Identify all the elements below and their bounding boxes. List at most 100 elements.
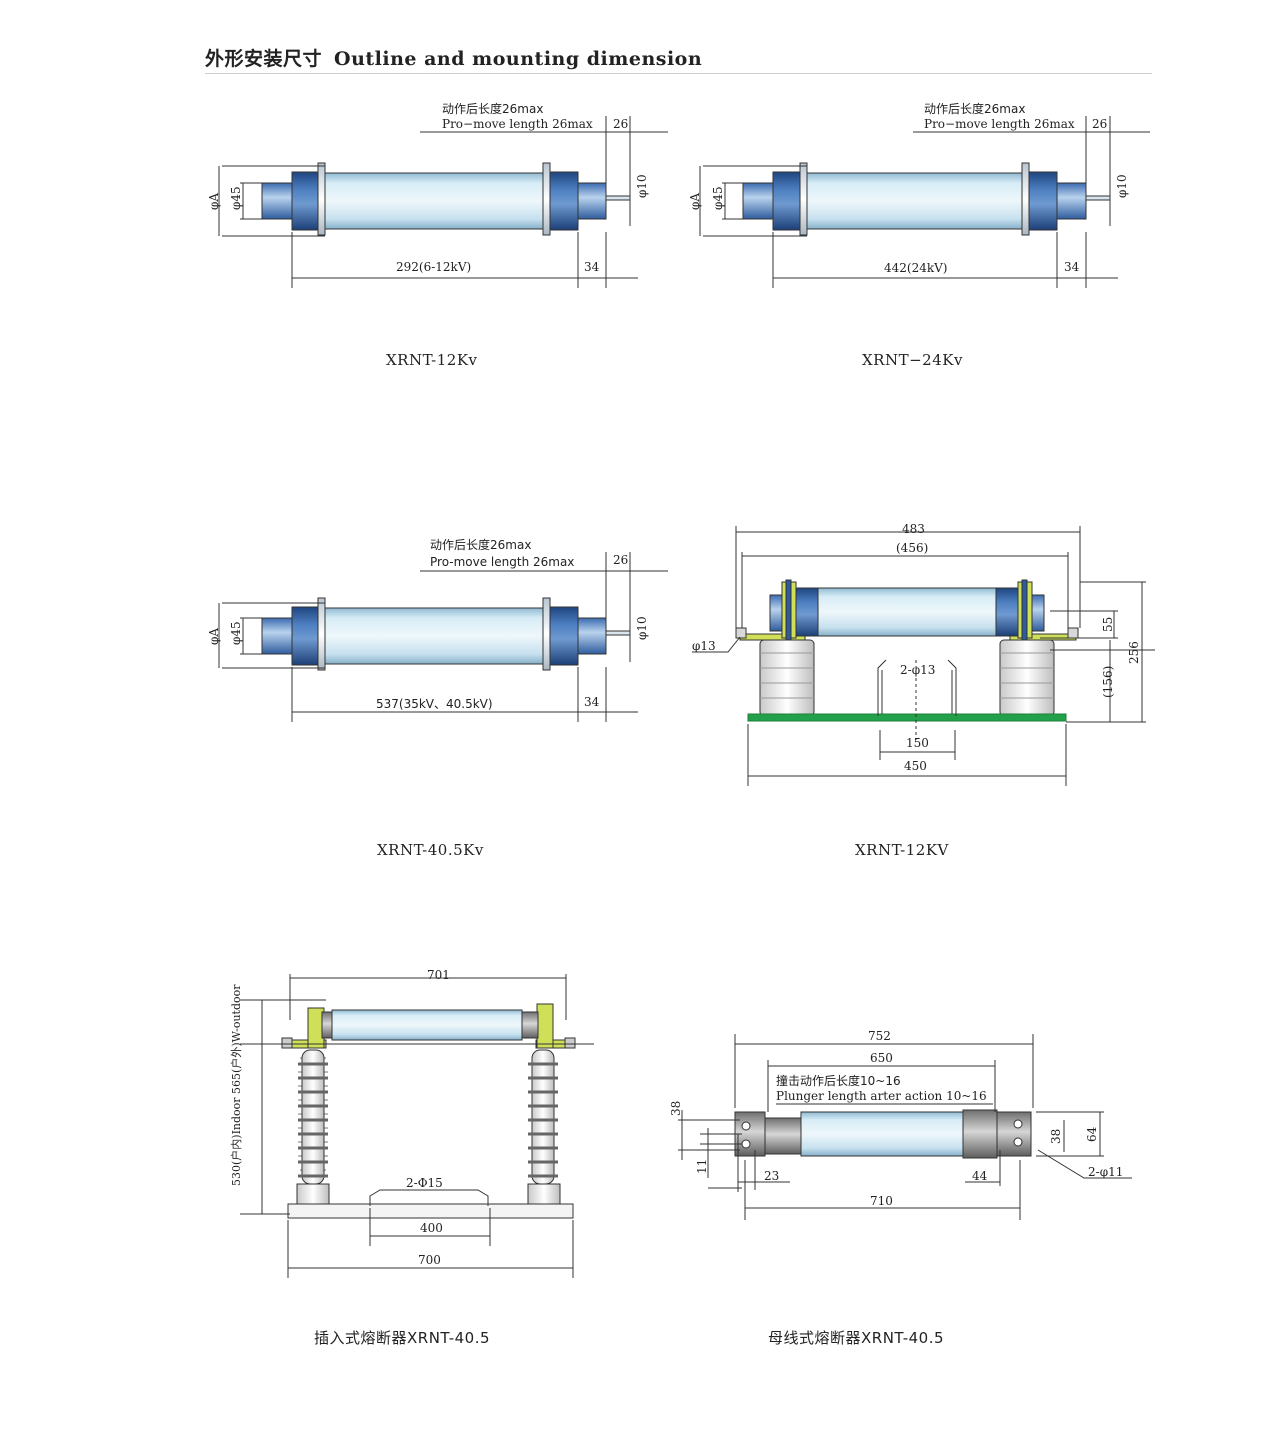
- note-cn: 撞击动作后长度10~16: [776, 1073, 901, 1088]
- fuse-outline-24kv: [699, 116, 1150, 288]
- fuse-cap-left: [291, 606, 321, 666]
- fuse-cap-left: [291, 171, 321, 231]
- fuse-ring-left: [799, 162, 808, 236]
- fuse-outline-12kv: [218, 116, 668, 288]
- fuse-tube: [324, 607, 548, 665]
- fuse-base-assembly-12kv: [692, 526, 1155, 786]
- fuse-cap-right: [1028, 171, 1058, 231]
- stroke-dim: 26: [613, 553, 628, 567]
- title-divider: [205, 73, 1152, 74]
- length-dim: 537(35kV、40.5kV): [376, 697, 493, 711]
- note-en: Plunger length arter action 10~16: [776, 1089, 987, 1103]
- length-dim: 442(24kV): [884, 261, 947, 275]
- w23-dim: 23: [764, 1169, 779, 1183]
- length-dim: 292(6-12kV): [396, 260, 471, 274]
- contact-clip-right: [536, 1003, 554, 1049]
- green-base-plate: [747, 713, 1067, 722]
- w450-dim: 450: [904, 759, 927, 773]
- phi-10-dim: φ10: [635, 174, 649, 198]
- fuse-ring-right: [1021, 162, 1030, 236]
- phi-a-dim: φA: [688, 193, 702, 210]
- v64-dim: 64: [1085, 1126, 1099, 1142]
- busbar-labels: 752 650 撞击动作后长度10~16 Plunger length arte…: [669, 1029, 1123, 1208]
- height-dim: 530(户内)Indoor 565(户外)W-outdoor: [229, 984, 243, 1186]
- caption-xrnt-12kv-assembly: XRNT-12KV: [855, 841, 949, 859]
- fuse-stub-right: [577, 182, 607, 220]
- v38a-dim: 38: [669, 1101, 683, 1116]
- busbar-fuse-outline: [678, 1034, 1132, 1220]
- insulator-left: [759, 639, 815, 717]
- fuse-ring-right: [542, 162, 551, 236]
- caption-busbar-fuse: 母线式熔断器XRNT-40.5: [768, 1329, 945, 1347]
- inner-dim: 650: [870, 1051, 893, 1065]
- width-dim: 701: [427, 968, 450, 982]
- fuse-tube: [806, 172, 1027, 230]
- phi-a-dim: φA: [207, 193, 221, 210]
- holes-dim: 2-Φ15: [406, 1176, 443, 1190]
- fuse-labels-40-5kv: 动作后长度26max Pro-move length 26max 26 φA φ…: [207, 537, 649, 711]
- w400-dim: 400: [420, 1221, 443, 1235]
- v11-dim: 11: [695, 1159, 709, 1174]
- note-en: Pro−move length 26max: [442, 117, 593, 131]
- page-title: 外形安装尺寸 Outline and mounting dimension: [205, 44, 702, 71]
- fuse-labels-24kv: 动作后长度26max Pro−move length 26max 26 φA φ…: [688, 101, 1129, 275]
- fuse-ring-left: [317, 597, 326, 671]
- fuse-cap-right: [549, 171, 579, 231]
- fuse-cap-left: [772, 171, 802, 231]
- assembly-labels-12kv: 483 (456) φ13 2-φ13 55 256 (156) 150 450: [692, 522, 1141, 773]
- fuse-stub-right: [577, 617, 607, 655]
- h156-dim: (156): [1101, 666, 1115, 698]
- page-title-cn: 外形安装尺寸: [205, 48, 323, 70]
- caption-plug-in-fuse: 插入式熔断器XRNT-40.5: [314, 1329, 491, 1347]
- fuse-tube: [324, 172, 548, 230]
- terminal-left: [735, 627, 747, 639]
- overall-dim: 752: [868, 1029, 891, 1043]
- fuse-stub-right: [1056, 182, 1087, 220]
- inner-dim: (456): [896, 541, 928, 555]
- terminal-right: [1067, 627, 1079, 639]
- w700-dim: 700: [418, 1253, 441, 1267]
- phi-a-dim: φA: [207, 628, 221, 645]
- fuse-tube: [817, 587, 997, 637]
- overall-dim: 483: [902, 522, 925, 536]
- w44-dim: 44: [972, 1169, 988, 1183]
- insulator-stack-left: [296, 1049, 330, 1205]
- v38b-dim: 38: [1049, 1129, 1063, 1144]
- plug-in-labels: 701 530(户内)Indoor 565(户外)W-outdoor 2-Φ15…: [229, 968, 450, 1267]
- page-title-en: Outline and mounting dimension: [334, 48, 703, 70]
- end-dim: 34: [584, 695, 600, 709]
- fuse-tube: [331, 1009, 523, 1041]
- plug-in-fuse-assembly: [240, 974, 594, 1278]
- caption-xrnt-24kv: XRNT−24Kv: [862, 351, 963, 369]
- fuse-ring-left: [317, 162, 326, 236]
- phi-10-dim: φ10: [1115, 174, 1129, 198]
- note-cn: 动作后长度26max: [442, 101, 543, 116]
- phi-45-dim: φ45: [229, 621, 243, 645]
- stroke-dim: 26: [613, 117, 628, 131]
- note-cn: 动作后长度26max: [924, 101, 1025, 116]
- caption-xrnt-40-5kv: XRNT-40.5Kv: [377, 841, 484, 859]
- fuse-ring-right: [542, 597, 551, 671]
- end-dim: 34: [1064, 260, 1080, 274]
- striker-pin: [1085, 195, 1111, 201]
- w710-dim: 710: [870, 1194, 893, 1208]
- fuse-labels-12kv: 动作后长度26max Pro−move length 26max 26 φA φ…: [207, 101, 649, 274]
- phi-45-dim: φ45: [229, 186, 243, 210]
- fuse-stub-left: [261, 182, 293, 220]
- note-en: Pro−move length 26max: [924, 117, 1075, 131]
- stroke-dim: 26: [1092, 117, 1107, 131]
- h256-dim: 256: [1127, 641, 1141, 664]
- fuse-outline-40-5kv: [218, 552, 668, 722]
- phi-45-dim: φ45: [711, 186, 725, 210]
- striker-pin: [605, 630, 631, 636]
- h55-dim: 55: [1101, 617, 1115, 632]
- end-block-right: [996, 1111, 1032, 1157]
- end-dim: 34: [584, 260, 600, 274]
- note-cn: 动作后长度26max: [430, 537, 531, 552]
- note-en: Pro-move length 26max: [430, 555, 574, 569]
- holes-dim: 2-φ11: [1088, 1165, 1123, 1179]
- insulator-right: [999, 639, 1055, 717]
- fuse-stub-left: [261, 617, 293, 655]
- caption-xrnt-12kv: XRNT-12Kv: [386, 351, 478, 369]
- fuse-tube: [800, 1111, 966, 1157]
